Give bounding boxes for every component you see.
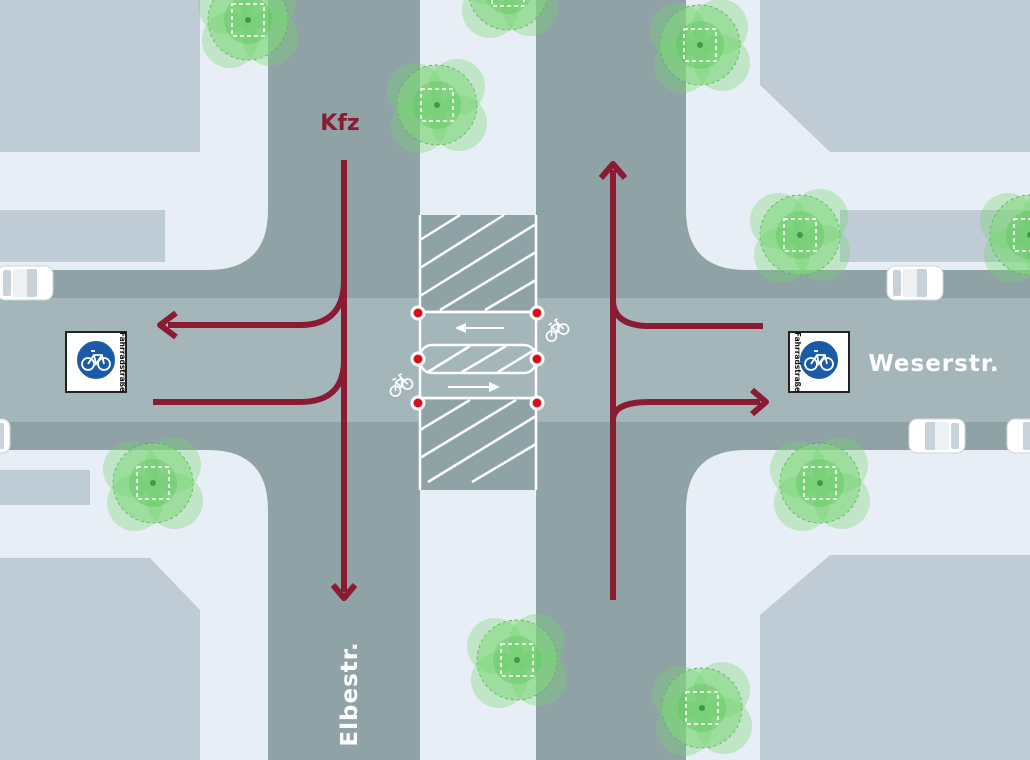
lane-direction-arrows [448,323,504,392]
bollard-icon [410,305,545,411]
bicycle-road-sign-east: Fahrradstraße [788,331,850,393]
sign-label: Fahrradstraße [793,332,802,392]
hatched-area [418,213,538,490]
sign-label: Fahrradstraße [118,332,127,392]
street-label-elbestr: Elbestr. [337,641,363,746]
bicycle-road-sign-west: Fahrradstraße [65,331,127,393]
street-label-weserstr: Weserstr. [868,351,999,377]
traffic-arrow-icon [153,160,769,601]
motor-traffic-label: Kfz [320,111,359,136]
